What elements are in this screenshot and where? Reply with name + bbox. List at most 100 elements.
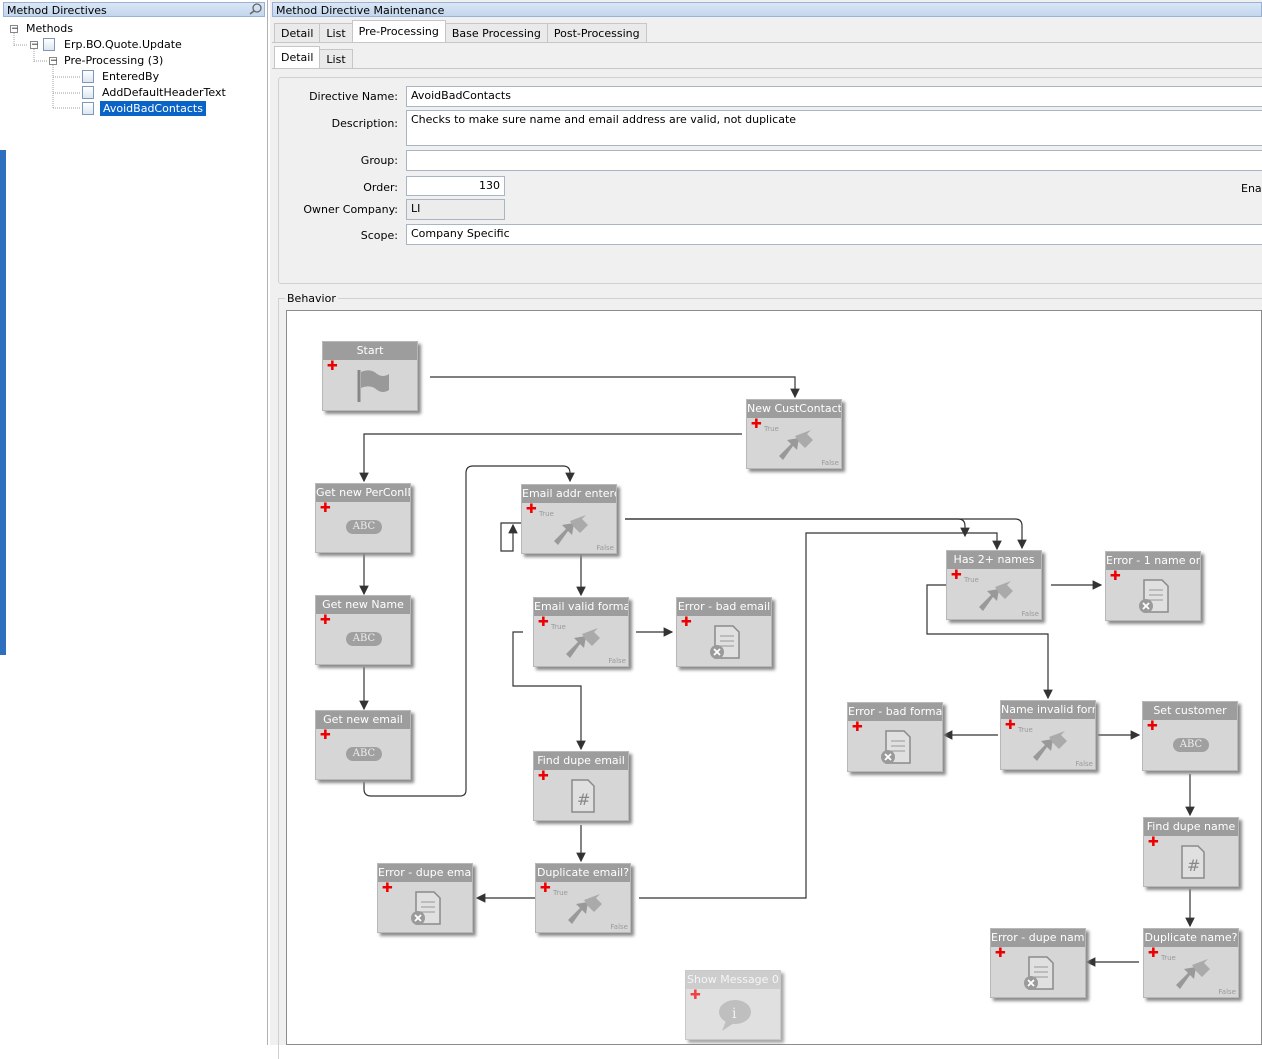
error-icon (707, 624, 745, 660)
method-tree: − Methods − Erp.BO.Quote.Update − Pre-Pr… (0, 20, 265, 120)
tab-list[interactable]: List (319, 23, 353, 42)
tree-expander-methods[interactable]: − (10, 24, 19, 34)
add-icon[interactable]: ✚ (1147, 719, 1158, 734)
flow-node-get-new-email[interactable]: Get new email ✚ ABC (315, 710, 411, 780)
subtab-list[interactable]: List (319, 49, 353, 68)
add-icon[interactable]: ✚ (526, 502, 537, 517)
add-icon[interactable]: ✚ (1005, 718, 1016, 733)
flow-node-new-custcontact[interactable]: New CustContact? ✚ True False (746, 399, 842, 469)
sub-tabs: Detail List (274, 46, 353, 68)
tab-post-processing[interactable]: Post-Processing (546, 23, 647, 42)
condition-icon (564, 624, 602, 660)
add-icon[interactable]: ✚ (327, 359, 338, 374)
tree-item-enteredby[interactable]: EnteredBy (102, 70, 160, 83)
flow-node-error-dupe-email[interactable]: Error - dupe email ✚ (377, 863, 473, 933)
tab-detail[interactable]: Detail (274, 23, 321, 42)
flow-node-error-bad-email[interactable]: Error - bad email ✚ (676, 597, 772, 667)
tab-pre-processing[interactable]: Pre-Processing (351, 20, 446, 42)
flow-node-find-dupe-email[interactable]: Find dupe email ✚ # (533, 751, 629, 821)
tab-base-processing[interactable]: Base Processing (444, 23, 548, 42)
abc-badge: ABC (1173, 738, 1209, 752)
tree-item-adddefaultheadertext[interactable]: AddDefaultHeaderText (102, 86, 226, 99)
order-field[interactable]: 130 (406, 176, 505, 196)
add-icon[interactable]: ✚ (1148, 835, 1159, 850)
add-icon[interactable]: ✚ (320, 613, 331, 628)
add-icon[interactable]: ✚ (538, 615, 549, 630)
false-label: False (596, 544, 614, 552)
directive-icon (82, 102, 94, 115)
flow-node-get-new-perconid[interactable]: Get new PerConID ✚ ABC (315, 483, 411, 553)
background-window-strip-lower (0, 655, 6, 1045)
description-field[interactable]: Checks to make sure name and email addre… (406, 110, 1262, 146)
tree-node-method[interactable]: Erp.BO.Quote.Update (64, 38, 182, 51)
error-icon (1021, 955, 1059, 991)
condition-icon (777, 426, 815, 462)
add-icon[interactable]: ✚ (751, 417, 762, 432)
tree-item-avoidbadcontacts[interactable]: AvoidBadContacts (100, 101, 206, 116)
flow-node-set-customer[interactable]: Set customer ✚ ABC (1142, 701, 1238, 771)
add-icon[interactable]: ✚ (1148, 946, 1159, 961)
flow-node-error-1-name-only[interactable]: Error - 1 name only ✚ (1105, 551, 1201, 621)
tree-expander-group[interactable]: − (49, 56, 58, 66)
add-icon[interactable]: ✚ (690, 988, 701, 1003)
flow-node-has-2-names[interactable]: Has 2+ names ✚ True False (946, 550, 1042, 620)
flow-node-start[interactable]: Start ✚ (322, 341, 418, 411)
add-icon[interactable]: ✚ (320, 728, 331, 743)
sub-tab-divider (272, 68, 1262, 69)
node-title: Get new Name (316, 596, 410, 614)
true-label: True (553, 889, 568, 897)
node-title: Error - bad format (848, 703, 942, 721)
add-icon[interactable]: ✚ (951, 568, 962, 583)
svg-text:i: i (732, 1006, 737, 1022)
add-icon[interactable]: ✚ (681, 615, 692, 630)
tree-expander-method[interactable]: − (30, 40, 39, 50)
scope-label: Scope: (360, 229, 398, 242)
set-field-icon: ABC (346, 510, 384, 546)
node-title: Find dupe name (1144, 818, 1238, 836)
flow-node-show-message[interactable]: Show Message 0 ✚ i (685, 970, 781, 1040)
tree-node-methods[interactable]: Methods (26, 22, 73, 35)
flow-node-email-addr-entered[interactable]: Email addr entered ✚ True False (521, 484, 617, 554)
node-title: Email addr entered (522, 485, 616, 503)
enabled-label: Ena (1241, 182, 1262, 195)
flow-node-email-valid-format[interactable]: Email valid format ✚ True False (533, 597, 629, 667)
flow-node-name-invalid-form[interactable]: Name invalid form ✚ True False (1000, 700, 1096, 770)
directive-name-field[interactable]: AvoidBadContacts (406, 86, 1262, 107)
flow-node-get-new-name[interactable]: Get new Name ✚ ABC (315, 595, 411, 665)
condition-icon (977, 577, 1015, 613)
flag-icon (353, 368, 391, 404)
abc-badge: ABC (346, 747, 382, 761)
false-label: False (610, 923, 628, 931)
node-title: Email valid format (534, 598, 628, 616)
background-window-strip (0, 150, 6, 655)
left-panel-title-text: Method Directives (7, 4, 107, 17)
group-label: Group: (360, 154, 398, 167)
scope-field[interactable]: Company Specific (406, 224, 1262, 245)
flow-node-error-bad-format[interactable]: Error - bad format ✚ (847, 702, 943, 772)
flow-node-duplicate-email[interactable]: Duplicate email? ✚ True False (535, 863, 631, 933)
behavior-canvas[interactable]: Start ✚ New CustContact? ✚ True False Ge… (286, 310, 1262, 1045)
condition-icon (566, 890, 604, 926)
condition-icon (1031, 727, 1069, 763)
flow-node-error-dupe-name[interactable]: Error - dupe name ✚ (990, 928, 1086, 998)
tree-node-group[interactable]: Pre-Processing (3) (64, 54, 164, 67)
subtab-detail[interactable]: Detail (274, 46, 321, 68)
true-label: True (539, 510, 554, 518)
add-icon[interactable]: ✚ (852, 720, 863, 735)
flow-node-duplicate-name[interactable]: Duplicate name? ✚ True False (1143, 928, 1239, 998)
add-icon[interactable]: ✚ (995, 946, 1006, 961)
group-field[interactable] (406, 150, 1262, 171)
node-title: Duplicate email? (536, 864, 630, 882)
node-title: Set customer (1143, 702, 1237, 720)
behavior-label: Behavior (285, 292, 338, 305)
add-icon[interactable]: ✚ (538, 769, 549, 784)
node-title: Get new email (316, 711, 410, 729)
search-icon[interactable] (249, 3, 263, 15)
add-icon[interactable]: ✚ (1110, 569, 1121, 584)
set-field-icon: ABC (1173, 728, 1211, 764)
add-icon[interactable]: ✚ (540, 881, 551, 896)
add-icon[interactable]: ✚ (320, 501, 331, 516)
flow-node-find-dupe-name[interactable]: Find dupe name ✚ # (1143, 817, 1239, 887)
true-label: True (551, 623, 566, 631)
add-icon[interactable]: ✚ (382, 881, 393, 896)
